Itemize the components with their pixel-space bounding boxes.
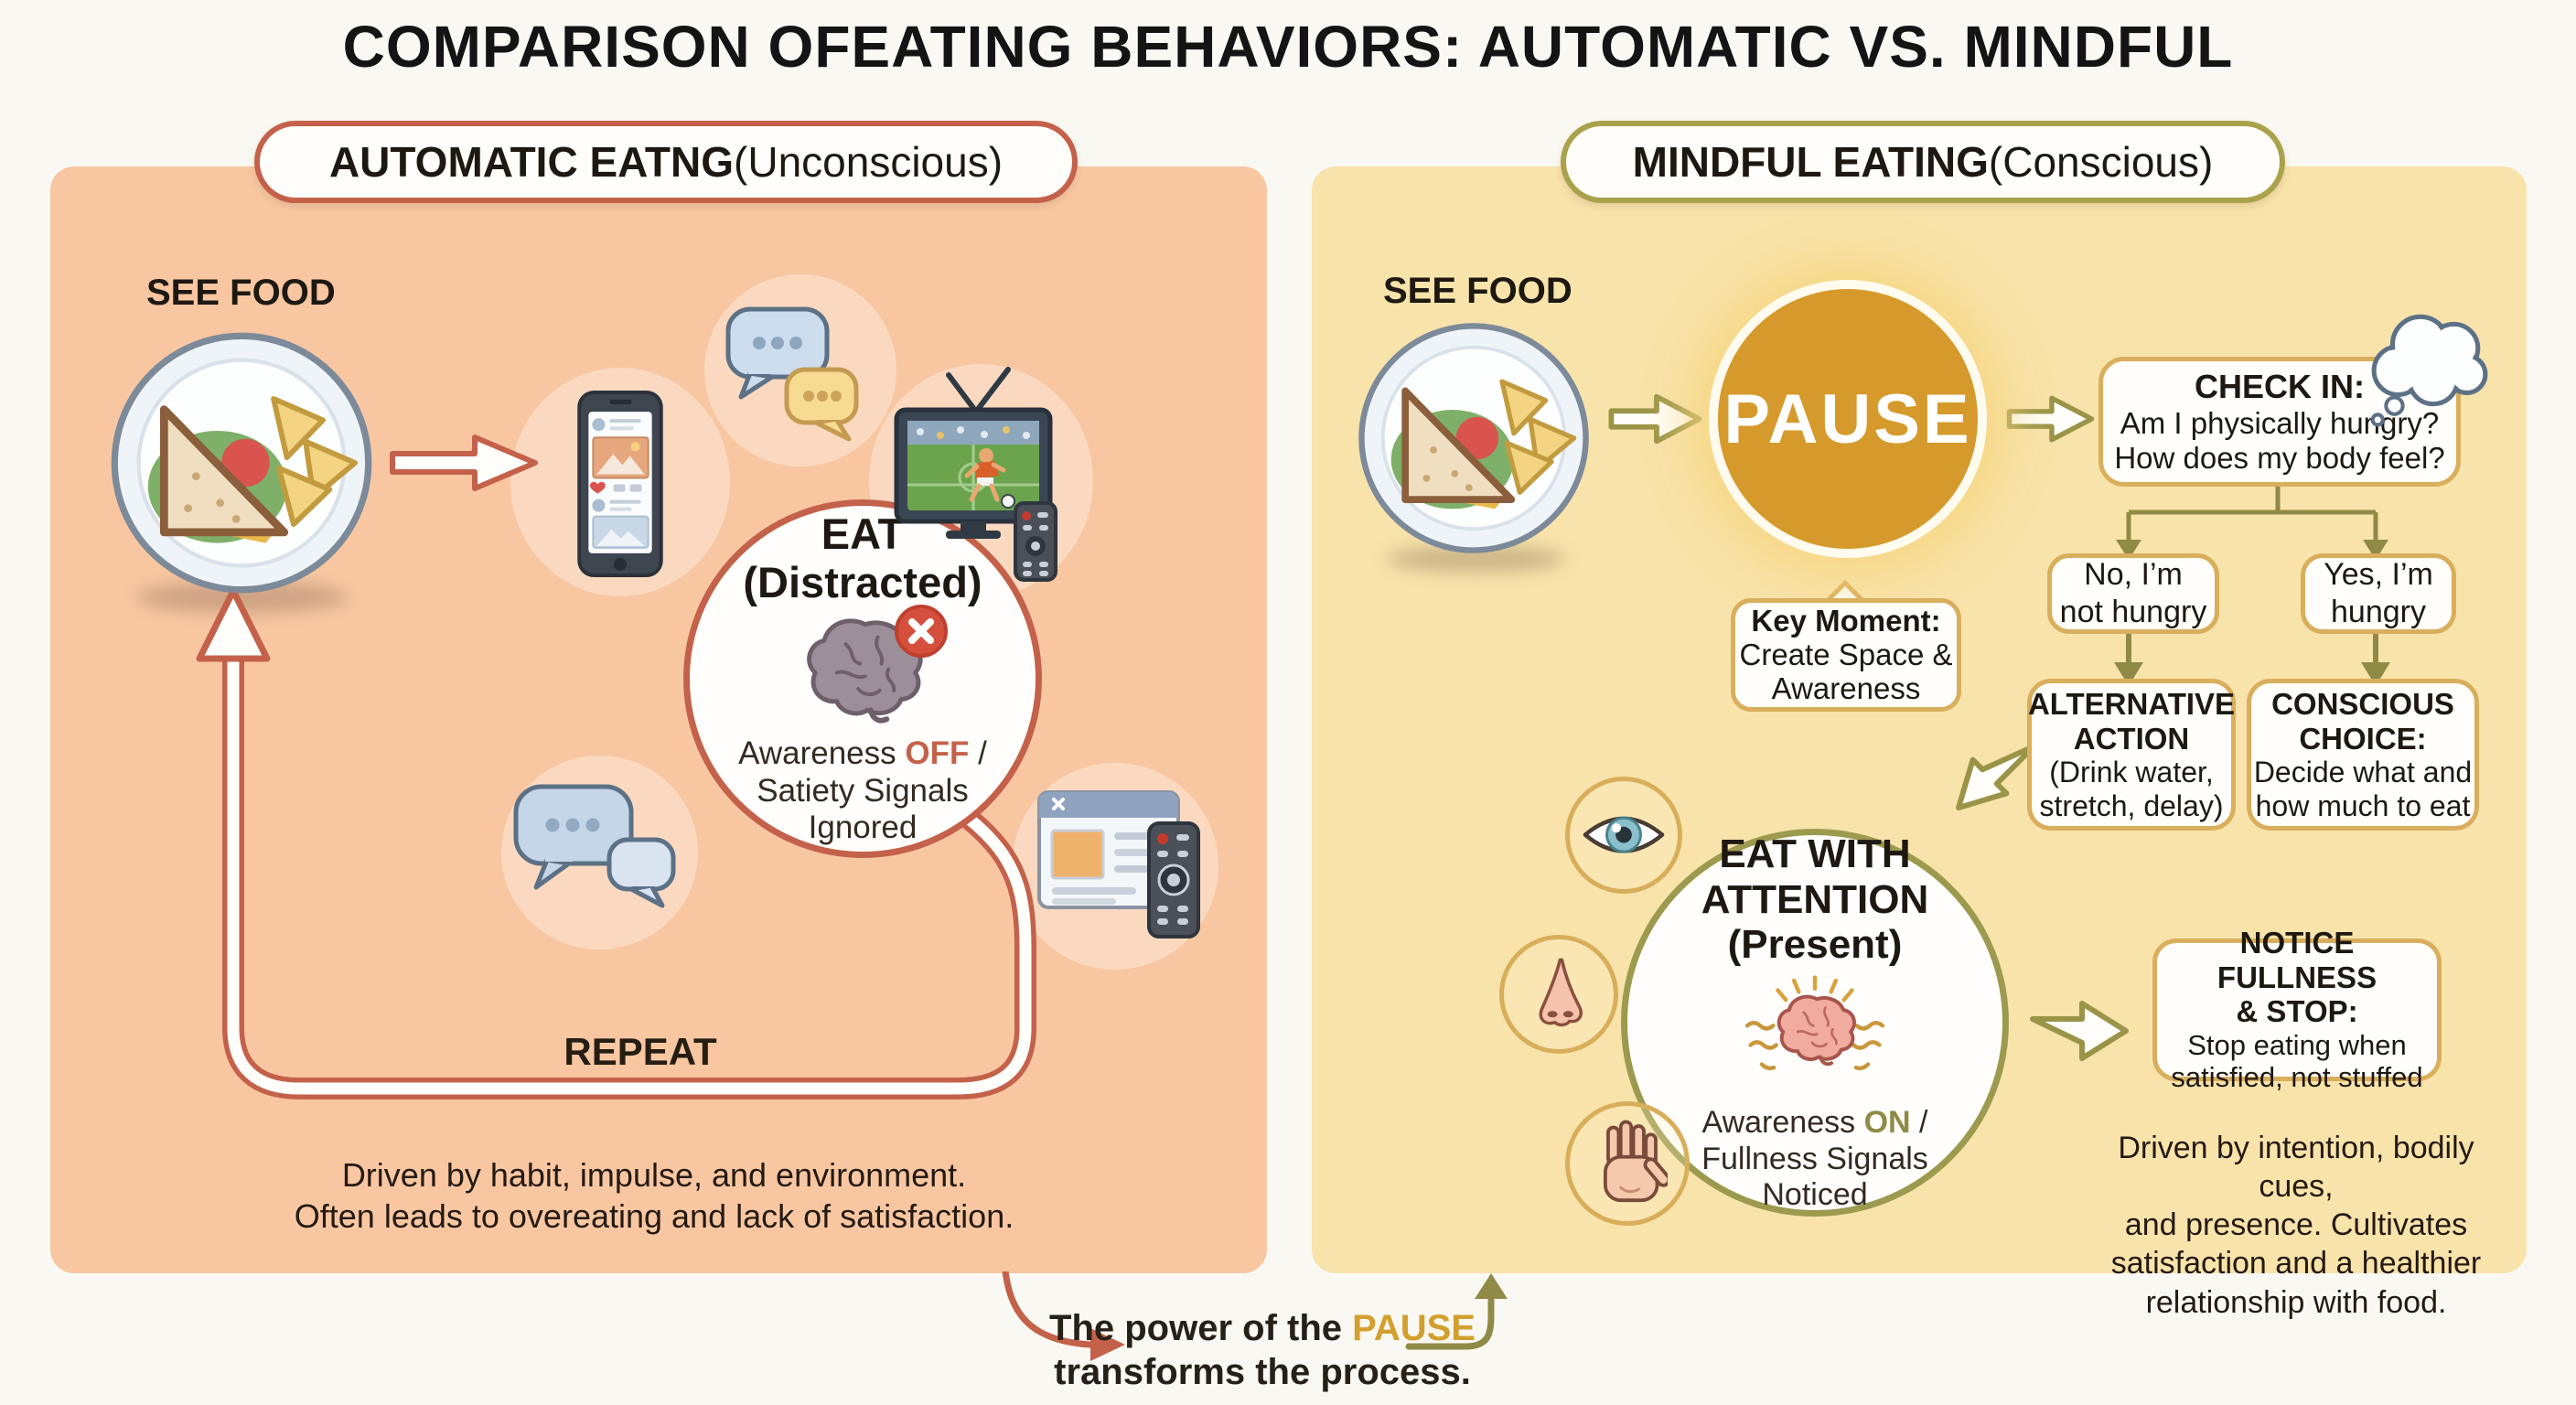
see-food-label-right: SEE FOOD <box>1383 271 1572 311</box>
check-in-box: CHECK IN: Am I physically hungry? How do… <box>2098 357 2461 487</box>
fullness-line2: Noticed <box>1762 1177 1868 1213</box>
phone-icon <box>577 391 663 577</box>
no-line2: not hungry <box>2059 595 2207 629</box>
choice-title2: CHOICE: <box>2299 721 2427 756</box>
x-badge-icon <box>895 605 948 659</box>
automatic-header-sub: (Unconscious) <box>734 138 1004 186</box>
check-in-line2: How does my body feel? <box>2114 441 2445 475</box>
notice-title2: & STOP: <box>2236 994 2358 1029</box>
hand-icon <box>1603 1120 1668 1203</box>
plate-food-icon <box>1358 323 1589 553</box>
flow-connectors <box>1956 485 2390 1061</box>
yes-line1: Yes, I’m <box>2324 557 2433 593</box>
choice-title1: CONSCIOUS <box>2271 686 2454 721</box>
choice-line2: how much to eat <box>2255 788 2471 822</box>
brain-off-wrap <box>794 605 948 730</box>
repeat-loop-icon <box>196 587 1036 1099</box>
attn-title2: ATTENTION <box>1701 876 1929 922</box>
pause-power-caption: The power of the PAUSE transforms the pr… <box>1034 1306 1491 1394</box>
choice-line1: Decide what and <box>2253 756 2473 789</box>
eat-distracted-circle: EAT (Distracted) Awareness OFF / Satiety… <box>683 499 1042 858</box>
awareness-on-line: Awareness ON / <box>1701 1105 1928 1141</box>
alt-line1: (Drink water, <box>2049 756 2214 789</box>
satiety-line2: Ignored <box>808 810 918 846</box>
pause-circle: PAUSE <box>1709 280 1987 558</box>
pause-power-line1: The power of the PAUSE <box>1049 1308 1476 1348</box>
fullness-line1: Fullness Signals <box>1701 1141 1928 1176</box>
pause-power-line2: transforms the process. <box>1054 1352 1471 1392</box>
eye-icon <box>1583 816 1665 853</box>
awareness-off-line: Awareness OFF / <box>738 735 987 772</box>
notice-line1: Stop eating when <box>2187 1029 2407 1062</box>
notice-title1: NOTICE FULLNESS <box>2216 926 2377 994</box>
eye-ring <box>1565 777 1682 894</box>
mindful-summary: Driven by intention, bodily cues, and pr… <box>2077 1129 2516 1322</box>
pause-label: PAUSE <box>1723 380 1972 458</box>
key-moment-line2: Awareness <box>1771 671 1921 705</box>
alt-line2: stretch, delay) <box>2039 788 2224 822</box>
brain-on-icon <box>1744 975 1885 1071</box>
check-in-title: CHECK IN: <box>2195 367 2365 405</box>
alt-title1: ALTERNATIVE <box>2027 686 2236 721</box>
brain-off-icon <box>807 618 923 724</box>
key-moment-title: Key Moment: <box>1751 604 1941 638</box>
attn-title3: (Present) <box>1727 921 1903 967</box>
page-title: COMPARISON OFEATING BEHAVIORS: AUTOMATIC… <box>342 14 2234 80</box>
arrow-right-icon <box>2006 395 2095 443</box>
mindful-summary-line2: and presence. Cultivates <box>2124 1207 2468 1243</box>
nose-ring <box>1499 935 1618 1054</box>
eat-attention-circle: EAT WITH ATTENTION (Present) Awareness O… <box>1621 829 2009 1217</box>
eat-title: EAT <box>821 509 905 558</box>
chat-bubbles-muted-icon <box>513 784 676 908</box>
conscious-choice-box: CONSCIOUS CHOICE: Decide what and how mu… <box>2247 679 2479 831</box>
bottom-connectors <box>1002 1271 1508 1361</box>
automatic-summary: Driven by habit, impulse, and environmen… <box>183 1154 1125 1238</box>
attn-title1: EAT WITH <box>1719 831 1911 877</box>
notice-fullness-box: NOTICE FULLNESS & STOP: Stop eating when… <box>2152 926 2442 1093</box>
satiety-line1: Satiety Signals <box>757 772 969 809</box>
brain-on-wrap <box>1733 974 1897 1099</box>
tv-icon <box>894 367 1057 582</box>
automatic-summary-line2: Often leads to overeating and lack of sa… <box>294 1197 1014 1236</box>
automatic-header: AUTOMATIC EATNG (Unconscious) <box>254 121 1078 203</box>
eat-subtitle: (Distracted) <box>743 557 982 606</box>
chat-bubbles-icon <box>725 306 859 442</box>
nose-icon <box>1539 958 1583 1027</box>
check-in-line1: Am I physically hungry? <box>2120 405 2440 440</box>
notice-line2: satisfied, not stuffed <box>2171 1061 2423 1094</box>
mindful-summary-line1: Driven by intention, bodily cues, <box>2118 1131 2474 1205</box>
mindful-header: MINDFUL EATING (Conscious) <box>1561 121 2285 203</box>
browser-remote-icon <box>1037 790 1200 938</box>
automatic-header-title: AUTOMATIC EATNG <box>328 138 735 186</box>
alternative-action-box: ALTERNATIVE ACTION (Drink water, stretch… <box>2027 679 2236 831</box>
arrow-right-icon <box>1608 393 1702 445</box>
yes-branch-box: Yes, I’m hungry <box>2301 553 2456 634</box>
pause-highlight: PAUSE <box>1352 1308 1476 1348</box>
alt-title2: ACTION <box>2073 721 2190 756</box>
hand-ring <box>1565 1101 1690 1226</box>
mindful-summary-line3: satisfaction and a healthier <box>2110 1246 2482 1282</box>
mindful-summary-line4: relationship with food. <box>2145 1284 2447 1320</box>
yes-line2: hungry <box>2331 595 2426 629</box>
repeat-label: REPEAT <box>564 1030 717 1073</box>
key-moment-line1: Create Space & <box>1739 638 1953 672</box>
plate-food-icon <box>111 332 372 594</box>
see-food-label-left: SEE FOOD <box>146 273 336 313</box>
mindful-header-title: MINDFUL EATING <box>1632 138 1989 186</box>
thought-cloud-icon <box>2370 314 2488 427</box>
key-moment-box: Key Moment: Create Space & Awareness <box>1731 598 1961 712</box>
no-line1: No, I’m <box>2084 557 2183 593</box>
mindful-header-sub: (Conscious) <box>1988 138 2214 186</box>
arrow-right-icon <box>390 434 538 491</box>
automatic-summary-line1: Driven by habit, impulse, and environmen… <box>341 1156 967 1194</box>
no-branch-box: No, I’m not hungry <box>2047 553 2219 634</box>
